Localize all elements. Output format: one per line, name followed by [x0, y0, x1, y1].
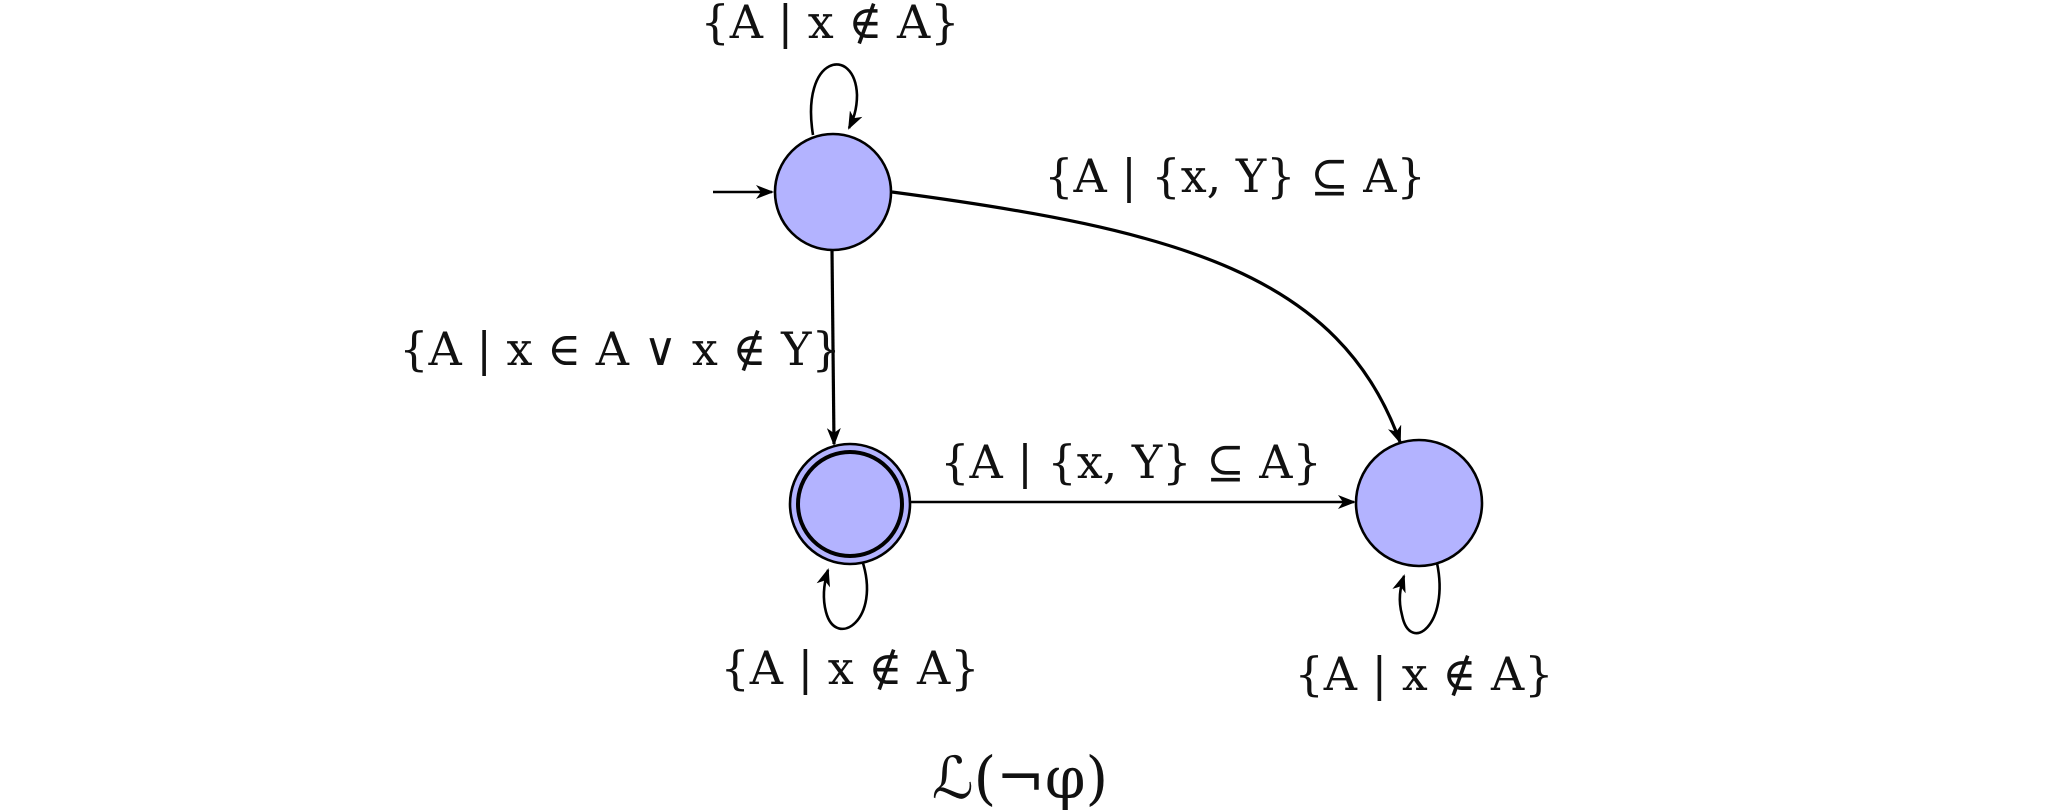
- bottom-to-right-label: {A | {x, Y} ⊆ A}: [940, 435, 1322, 489]
- state-initial: [773, 132, 893, 252]
- diagram-caption: ℒ(¬φ): [932, 744, 1108, 812]
- loop-bottom-edge: [816, 559, 869, 631]
- top-to-bottom-edge: [826, 249, 841, 446]
- loop-top-label: {A | x ∉ A}: [701, 0, 960, 49]
- top-to-bottom-label: {A | x ∈ A ∨ x ∉ Y}: [399, 322, 840, 376]
- loop-top-edge: [809, 63, 863, 136]
- state-sink: [1354, 438, 1484, 568]
- loop-right-label: {A | x ∉ A}: [1295, 647, 1554, 701]
- loop-bottom-label: {A | x ∉ A}: [721, 641, 980, 695]
- state-accepting-outer: [788, 442, 912, 566]
- top-to-right-label: {A | {x, Y} ⊆ A}: [1044, 149, 1426, 203]
- state-accepting-inner-ring: [796, 450, 904, 558]
- loop-right-edge: [1392, 562, 1441, 635]
- top-to-right-edge: [891, 190, 1402, 444]
